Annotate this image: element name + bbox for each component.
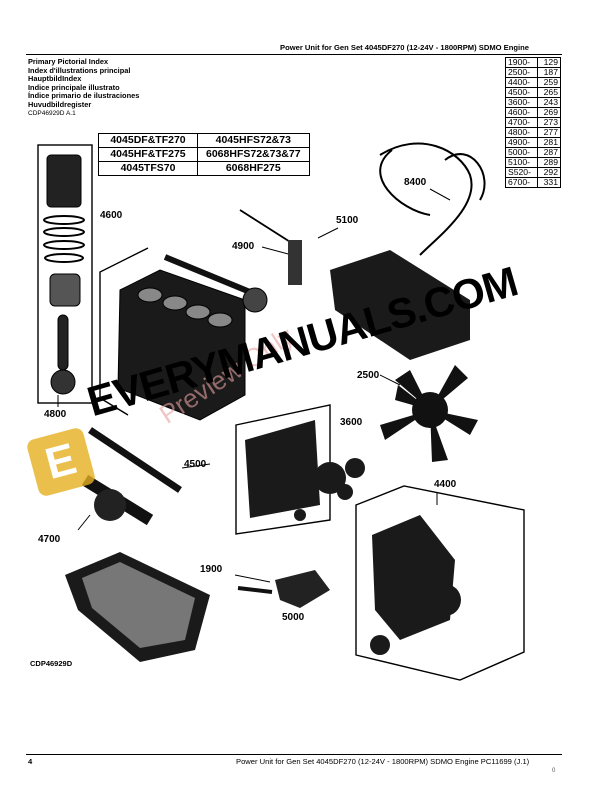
group-cell: 6700- [504, 177, 539, 188]
callout-5000[interactable]: 5000 [282, 612, 305, 623]
footer-sub: 0 [552, 768, 556, 774]
header-rule [26, 54, 562, 55]
callout-4400[interactable]: 4400 [434, 479, 457, 490]
footer-page-number: 4 [28, 757, 33, 766]
timing-gear-frame [235, 404, 331, 535]
index-title-it: Indice principale illustrato [28, 82, 120, 92]
wiring-harness [379, 142, 486, 256]
callout-4500[interactable]: 4500 [184, 459, 207, 470]
model-cell: 4045DF&TF270 [98, 133, 198, 148]
model-cell: 6068HF275 [197, 161, 310, 176]
callout-2500[interactable]: 2500 [357, 370, 380, 381]
figure-ref-top: CDP46929D A.1 [28, 110, 76, 117]
block-leader [99, 247, 149, 416]
index-title-es: Índice primario de ilustraciones [28, 91, 140, 101]
model-cell: 4045TFS70 [98, 161, 198, 176]
callout-4700[interactable]: 4700 [38, 534, 61, 545]
page-cell[interactable]: 331 [537, 177, 561, 188]
callout-8400[interactable]: 8400 [404, 177, 427, 188]
callout-4600[interactable]: 4600 [100, 210, 123, 221]
footer-text: Power Unit for Gen Set 4045DF270 (12-24V… [236, 757, 530, 766]
callout-1900[interactable]: 1900 [200, 564, 223, 575]
callout-3600[interactable]: 3600 [340, 417, 363, 428]
index-title-en: Primary Pictorial Index [28, 57, 109, 66]
header-title: Power Unit for Gen Set 4045DF270 (12-24V… [280, 43, 529, 52]
piston-group-frame [37, 144, 93, 404]
flywheel-housing-frame [355, 485, 525, 681]
index-title-fr: Index d'illustrations principal [28, 65, 131, 75]
callout-4900[interactable]: 4900 [232, 241, 255, 252]
index-titles: Primary Pictorial Index Index d'illustra… [28, 57, 140, 110]
index-title-sv: Huvudbildregister [28, 99, 92, 109]
callout-4800[interactable]: 4800 [44, 409, 67, 420]
page-index-table: 1900-129 2500-187 4400-259 4500-265 3600… [504, 57, 561, 188]
footer-rule [26, 754, 562, 755]
figure-ref-bottom: CDP46929D [30, 659, 73, 668]
page-index-row: 6700-331 [504, 177, 561, 188]
index-title-de: HauptbildIndex [28, 74, 82, 84]
callout-5100[interactable]: 5100 [336, 215, 359, 226]
model-cell: 6068HFS72&73&77 [197, 147, 310, 162]
